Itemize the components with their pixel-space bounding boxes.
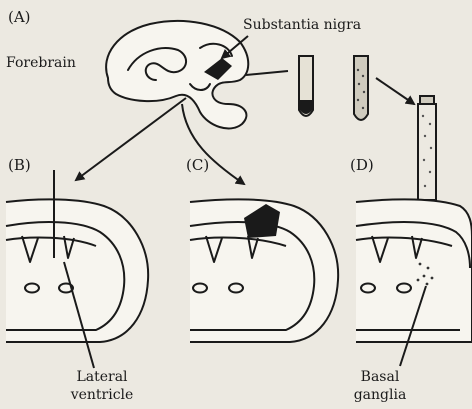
lateral-ventricle-label: Lateral ventricle — [64, 370, 140, 402]
panel-label-b: (B) — [8, 158, 31, 173]
test-tube-icon — [299, 56, 313, 116]
panel-label-c: (C) — [186, 158, 209, 173]
panel-label-d: (D) — [350, 158, 374, 173]
forebrain-label: Forebrain — [6, 56, 76, 70]
test-tube-icon — [354, 56, 368, 120]
panel-label-a: (A) — [8, 10, 31, 25]
forebrain-drawing — [106, 21, 248, 129]
substantia-nigra-label: Substantia nigra — [243, 18, 361, 32]
brain-section-b — [6, 170, 148, 342]
basal-ganglia-label: Basal ganglia — [346, 370, 414, 402]
